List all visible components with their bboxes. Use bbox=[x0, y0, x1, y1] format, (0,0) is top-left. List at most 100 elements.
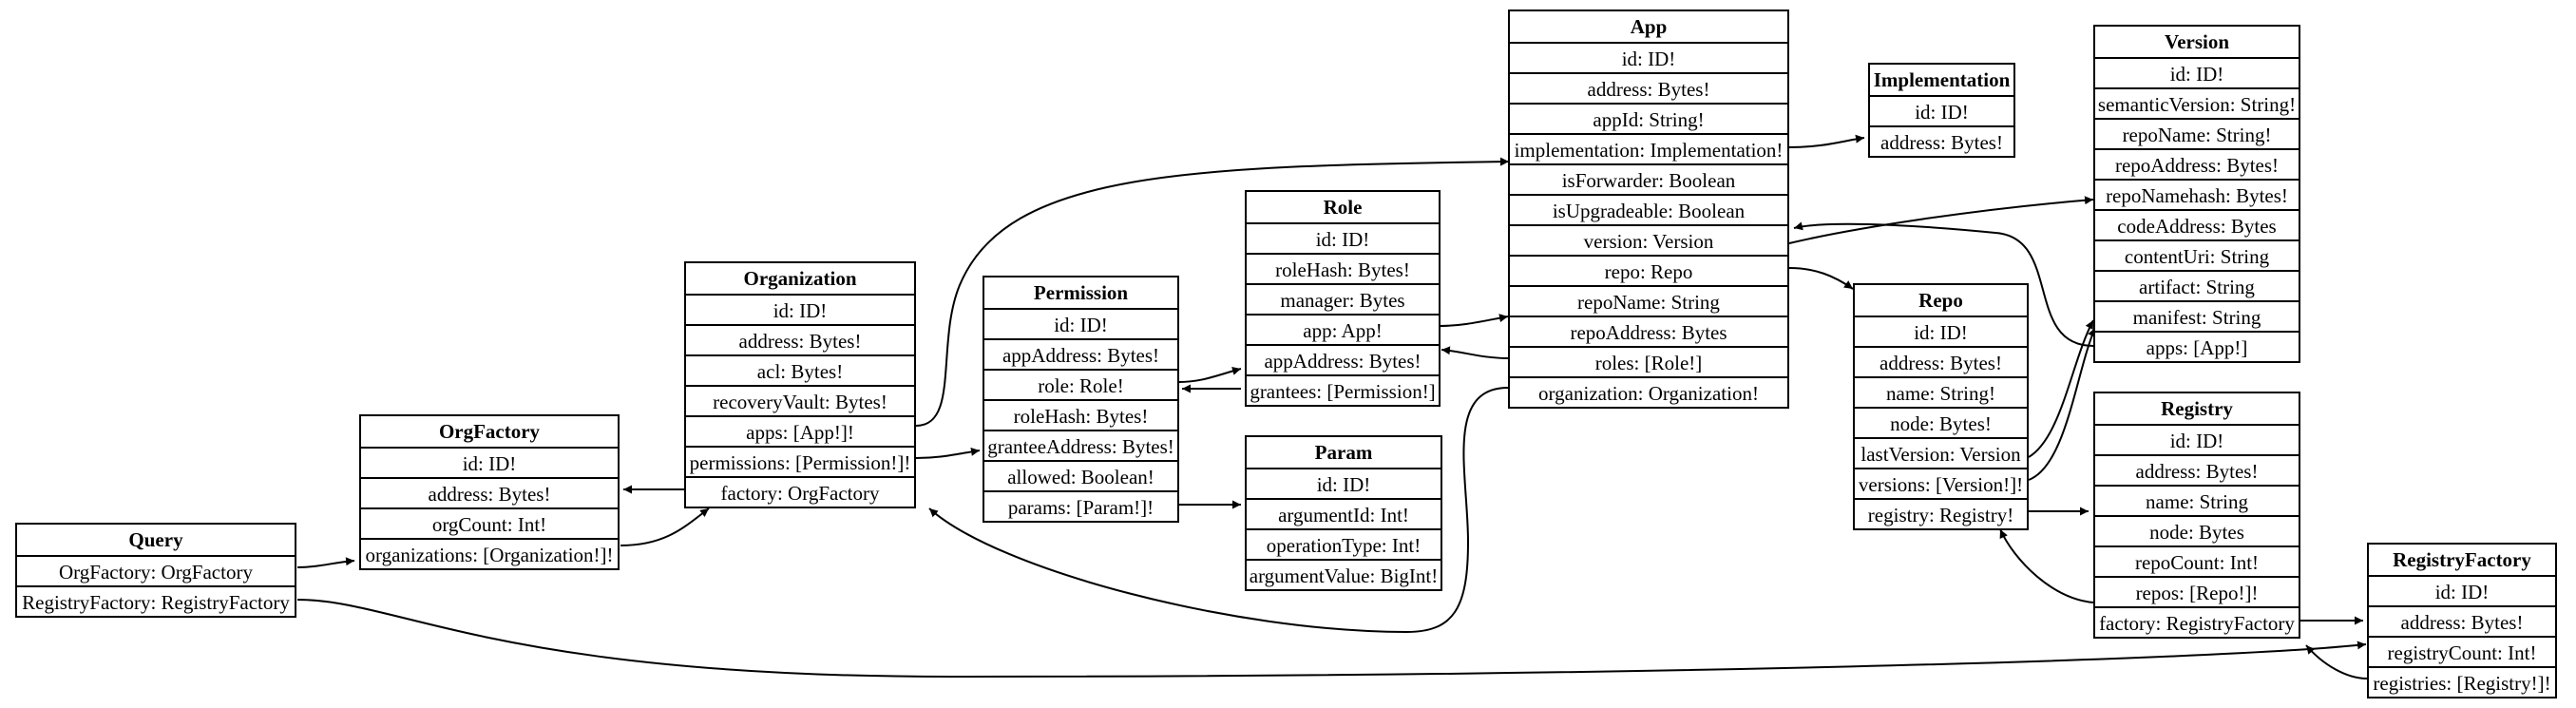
entity-header: App bbox=[1630, 15, 1668, 38]
field-row: version: Version bbox=[1510, 224, 1787, 255]
field-row: params: [Param!]! bbox=[984, 490, 1177, 521]
field-row: id: ID! bbox=[2095, 57, 2299, 87]
entity-header: Organization bbox=[743, 267, 857, 290]
field-row: name: String! bbox=[1855, 376, 2027, 407]
field-row: registryCount: Int! bbox=[2369, 636, 2555, 666]
field-row: implementation: Implementation! bbox=[1510, 133, 1787, 163]
field-row: factory: OrgFactory bbox=[686, 476, 914, 507]
field-row: recoveryVault: Bytes! bbox=[686, 385, 914, 415]
entity-header: Param bbox=[1314, 441, 1373, 464]
field-row: RegistryFactory: RegistryFactory bbox=[17, 585, 295, 616]
field-row: address: Bytes! bbox=[1855, 346, 2027, 376]
field-row: repoName: String! bbox=[2095, 118, 2299, 148]
field-row: appAddress: Bytes! bbox=[1247, 344, 1439, 374]
entity-organization: Organization id: ID! address: Bytes! acl… bbox=[684, 261, 916, 508]
field-row: organizations: [Organization!]! bbox=[361, 538, 618, 568]
entity-header: Role bbox=[1323, 196, 1363, 219]
field-row: app: App! bbox=[1247, 314, 1439, 344]
field-row: address: Bytes! bbox=[686, 324, 914, 354]
entity-header: OrgFactory bbox=[438, 420, 541, 443]
field-row: id: ID! bbox=[361, 447, 618, 477]
entity-repo: Repo id: ID! address: Bytes! name: Strin… bbox=[1853, 283, 2029, 530]
edge-version-app bbox=[1793, 221, 2094, 347]
field-row: acl: Bytes! bbox=[686, 354, 914, 385]
field-row: apps: [App!] bbox=[2095, 331, 2299, 361]
edge-app-role bbox=[1441, 346, 1509, 359]
edge-orgfactory-organization bbox=[620, 507, 710, 546]
entity-role: Role id: ID! roleHash: Bytes! manager: B… bbox=[1245, 190, 1441, 407]
field-row: address: Bytes! bbox=[2369, 605, 2555, 636]
field-row: id: ID! bbox=[1870, 95, 2013, 125]
field-row: apps: [App!]! bbox=[686, 415, 914, 446]
field-row: id: ID! bbox=[1855, 316, 2027, 346]
edge-organization-app bbox=[915, 157, 1510, 427]
field-row: id: ID! bbox=[686, 294, 914, 324]
field-row: semanticVersion: String! bbox=[2095, 87, 2299, 118]
edge-repo-version-1 bbox=[2028, 319, 2094, 458]
field-row: address: Bytes! bbox=[1510, 72, 1787, 103]
field-row: id: ID! bbox=[1247, 222, 1439, 253]
entity-header: Repo bbox=[1918, 289, 1963, 312]
field-row: id: ID! bbox=[1247, 468, 1441, 498]
field-row: manifest: String bbox=[2095, 300, 2299, 331]
entity-permission: Permission id: ID! appAddress: Bytes! ro… bbox=[983, 276, 1179, 523]
field-row: roles: [Role!] bbox=[1510, 346, 1787, 376]
field-row: repoAddress: Bytes! bbox=[2095, 148, 2299, 179]
field-row: codeAddress: Bytes bbox=[2095, 209, 2299, 239]
field-row: registries: [Registry!]! bbox=[2369, 666, 2555, 697]
field-row: argumentValue: BigInt! bbox=[1247, 559, 1441, 589]
field-row: repoAddress: Bytes bbox=[1510, 316, 1787, 346]
entity-header: Registry bbox=[2161, 397, 2233, 420]
field-row: contentUri: String bbox=[2095, 239, 2299, 270]
field-row: OrgFactory: OrgFactory bbox=[17, 555, 295, 585]
field-row: name: String bbox=[2095, 485, 2299, 515]
edge-repo-version-2 bbox=[2028, 327, 2096, 481]
field-row: organization: Organization! bbox=[1510, 376, 1787, 407]
field-row: argumentId: Int! bbox=[1247, 498, 1441, 528]
entity-query: Query OrgFactory: OrgFactory RegistryFac… bbox=[15, 523, 296, 618]
entity-header: RegistryFactory bbox=[2393, 548, 2531, 571]
field-row: roleHash: Bytes! bbox=[1247, 253, 1439, 283]
entity-header: Version bbox=[2164, 30, 2230, 53]
field-row: appId: String! bbox=[1510, 103, 1787, 133]
field-row: isUpgradeable: Boolean bbox=[1510, 194, 1787, 224]
edge-organization-permission bbox=[915, 447, 981, 459]
field-row: isForwarder: Boolean bbox=[1510, 163, 1787, 194]
entity-registry: Registry id: ID! address: Bytes! name: S… bbox=[2093, 392, 2300, 639]
field-row: allowed: Boolean! bbox=[984, 460, 1177, 490]
field-row: id: ID! bbox=[984, 308, 1177, 338]
field-row: manager: Bytes bbox=[1247, 283, 1439, 314]
entity-header: Permission bbox=[1033, 281, 1129, 304]
field-row: address: Bytes! bbox=[1870, 125, 2013, 156]
field-row: address: Bytes! bbox=[2095, 454, 2299, 485]
edge-app-organization bbox=[928, 387, 1509, 634]
field-row: id: ID! bbox=[1510, 42, 1787, 72]
field-row: repoNamehash: Bytes! bbox=[2095, 179, 2299, 209]
field-row: operationType: Int! bbox=[1247, 528, 1441, 559]
entity-header: Implementation bbox=[1873, 68, 2011, 91]
field-row: address: Bytes! bbox=[361, 477, 618, 507]
field-row: role: Role! bbox=[984, 369, 1177, 399]
edge-query-registryfactory bbox=[296, 599, 2367, 679]
field-row: repo: Repo bbox=[1510, 255, 1787, 285]
edge-app-version bbox=[1788, 196, 2094, 244]
field-row: factory: RegistryFactory bbox=[2095, 606, 2299, 637]
field-row: permissions: [Permission!]! bbox=[686, 446, 914, 476]
field-row: appAddress: Bytes! bbox=[984, 338, 1177, 369]
entity-app: App id: ID! address: Bytes! appId: Strin… bbox=[1508, 10, 1789, 409]
field-row: registry: Registry! bbox=[1855, 498, 2027, 528]
field-row: granteeAddress: Bytes! bbox=[984, 430, 1177, 460]
entity-implementation: Implementation id: ID! address: Bytes! bbox=[1868, 63, 2015, 158]
field-row: repos: [Repo!]! bbox=[2095, 576, 2299, 606]
field-row: node: Bytes bbox=[2095, 515, 2299, 545]
entity-header: Query bbox=[128, 528, 183, 551]
field-row: lastVersion: Version bbox=[1855, 437, 2027, 468]
edge-query-orgfactory bbox=[296, 557, 355, 568]
entity-registryfactory: RegistryFactory id: ID! address: Bytes! … bbox=[2367, 543, 2557, 698]
entity-version: Version id: ID! semanticVersion: String!… bbox=[2093, 25, 2300, 363]
field-row: node: Bytes! bbox=[1855, 407, 2027, 437]
field-row: grantees: [Permission!] bbox=[1247, 374, 1439, 405]
edge-permission-role bbox=[1178, 366, 1242, 383]
field-row: orgCount: Int! bbox=[361, 507, 618, 538]
